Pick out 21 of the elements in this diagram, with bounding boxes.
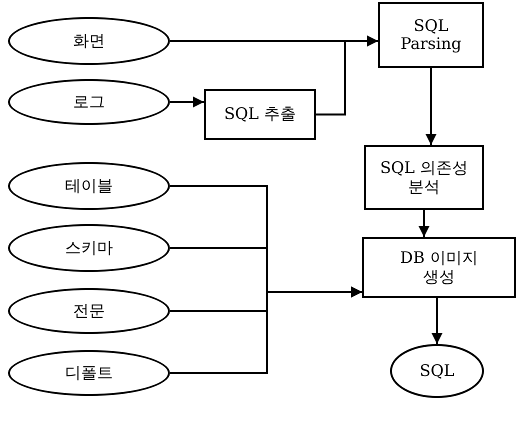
arrow: [432, 298, 442, 344]
arrow: [426, 68, 436, 145]
node-label: 화면: [73, 32, 105, 50]
arrow: [170, 96, 204, 108]
node-label: SQL 추출: [224, 105, 296, 124]
process-box: [362, 237, 516, 298]
arrow: [170, 286, 362, 374]
node-label: 전문: [73, 302, 105, 320]
arrow: [316, 36, 378, 116]
node-label: 스키마: [65, 238, 113, 258]
arrow: [418, 210, 430, 237]
node-label: 테이블: [65, 176, 113, 196]
process-box: [378, 2, 484, 68]
node-label: SQL 의존성 분석: [379, 159, 469, 196]
process-box: [204, 89, 316, 140]
process-box: [364, 145, 484, 210]
node-label: DB 이미지생성: [399, 249, 479, 286]
node-label: 로그: [73, 92, 105, 112]
node-label: SQL: [420, 362, 454, 380]
node-label: SQL Parsing: [399, 16, 463, 54]
node-label: 디폴트: [65, 364, 113, 382]
